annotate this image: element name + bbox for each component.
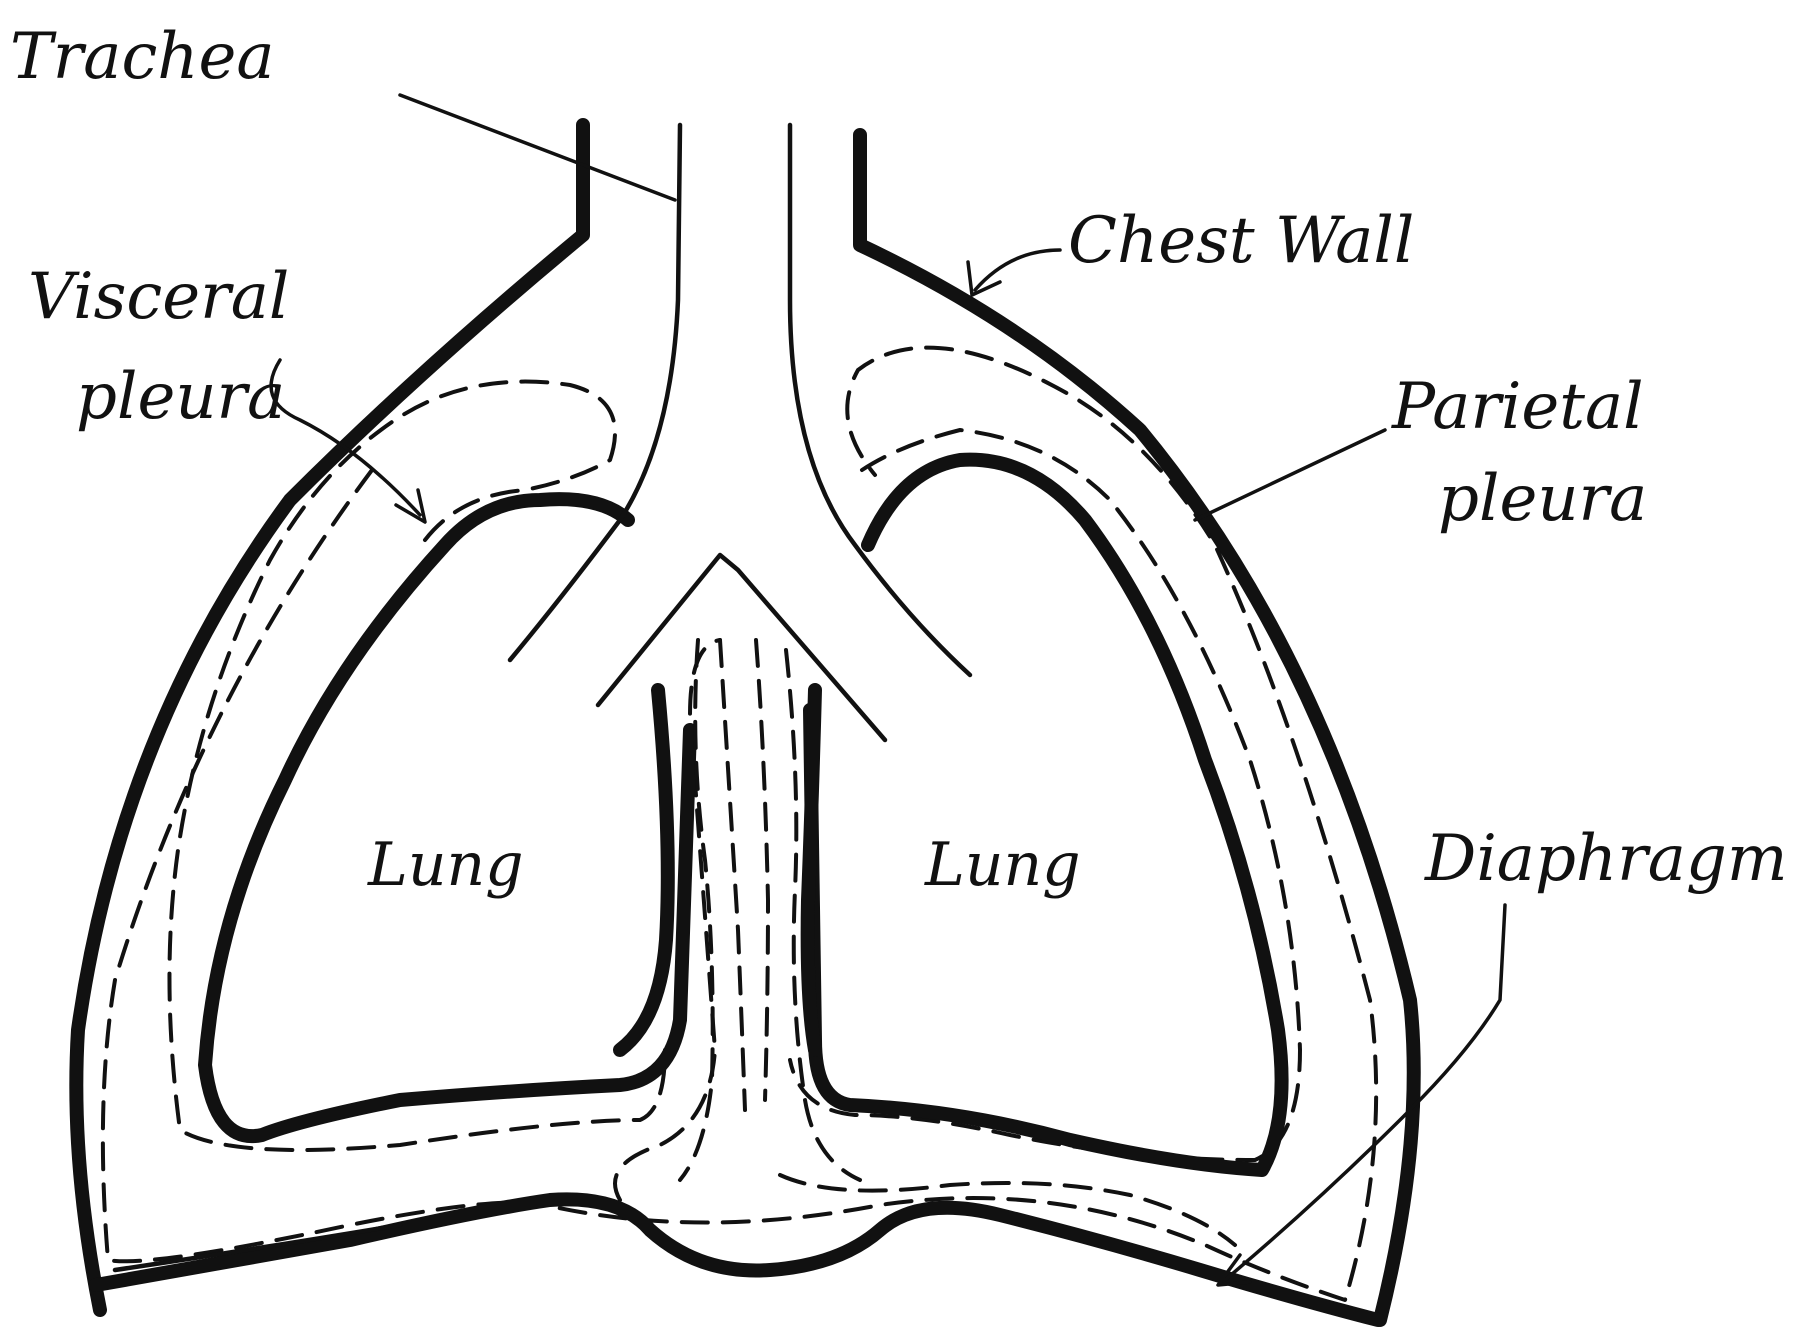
trachea-right-wall <box>790 125 970 675</box>
parietal-pleura-leader <box>1195 430 1385 520</box>
label-visceral-pleura-line1: Visceral <box>28 260 289 334</box>
label-parietal-pleura-line1: Parietal <box>1391 370 1644 444</box>
lung-right-outline <box>810 460 1282 1170</box>
mediastinum-left <box>620 690 668 1050</box>
diaphragm-line <box>96 1199 1378 1320</box>
label-trachea: Trachea <box>10 20 275 94</box>
chest-wall-right <box>860 135 1414 1320</box>
mediastinum-dash-2 <box>720 640 745 1110</box>
label-lung-left: Lung <box>367 830 524 900</box>
mediastinum-right <box>808 690 815 1050</box>
trachea-left-wall <box>510 125 680 660</box>
label-parietal-pleura-line2: pleura <box>1438 462 1647 536</box>
arrow-head <box>598 555 885 740</box>
label-chest-wall: Chest Wall <box>1068 204 1414 278</box>
trachea-leader <box>400 95 675 200</box>
label-diaphragm: Diaphragm <box>1424 822 1788 896</box>
lung-left-outline <box>205 499 690 1136</box>
label-lung-right: Lung <box>924 830 1081 900</box>
chest-wall-leader <box>975 250 1060 290</box>
label-visceral-pleura-line2: pleura <box>76 360 285 434</box>
mediastinum-dash-3 <box>756 640 768 1100</box>
